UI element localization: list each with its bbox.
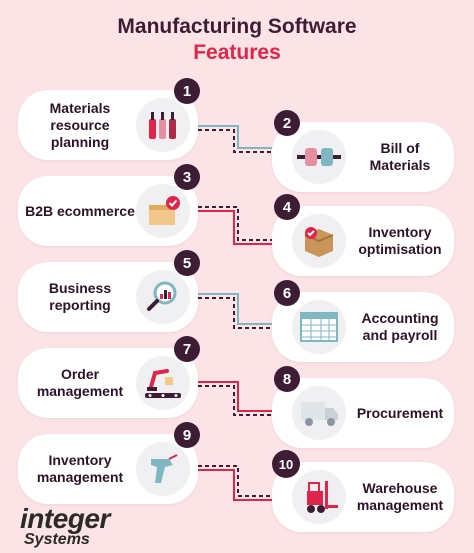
- connector-3-4: [198, 206, 272, 241]
- step-number-6: 6: [274, 280, 300, 306]
- feature-card-8: Procurement: [272, 378, 454, 448]
- diagram-title: Manufacturing Software: [117, 15, 357, 38]
- step-number-8: 8: [274, 366, 300, 392]
- step-number-3: 3: [174, 164, 200, 190]
- diagram-subtitle: Features: [193, 41, 281, 64]
- connector-1-2-dashed: [198, 129, 272, 153]
- feature-label: Inventory management: [36, 452, 124, 485]
- feature-card-5: Business reporting: [18, 262, 198, 332]
- step-number-9: 9: [174, 422, 200, 448]
- forklift-icon: [292, 470, 346, 524]
- brand-logo-text: integer: [20, 503, 110, 534]
- delivery-truck-icon: [292, 386, 346, 440]
- barcode-scanner-icon: [136, 442, 190, 496]
- step-number-10: 10: [272, 450, 300, 478]
- spreadsheet-icon: [292, 300, 346, 354]
- feature-card-10: Warehouse management: [272, 462, 454, 532]
- step-number-7: 7: [174, 336, 200, 362]
- feature-label: Order management: [36, 366, 124, 399]
- feature-card-3: B2B ecommerce: [18, 176, 198, 246]
- bottles-icon: [136, 98, 190, 152]
- step-number-2: 2: [274, 110, 300, 136]
- robot-arm-conveyor-icon: [136, 356, 190, 410]
- connector-1-2: [198, 125, 272, 149]
- magnifier-chart-icon: [136, 270, 190, 324]
- step-number-1: 1: [174, 78, 200, 104]
- connector-icon: [292, 130, 346, 184]
- feature-card-2: Bill of Materials: [272, 122, 454, 192]
- feature-label: B2B ecommerce: [25, 202, 135, 219]
- feature-label: Materials resource planning: [49, 99, 111, 150]
- connector-9-10-solid: [198, 469, 272, 501]
- feature-label: Inventory optimisation: [358, 224, 442, 257]
- connector-7-8-dashed: [198, 385, 272, 416]
- connector-7-8: [198, 381, 272, 412]
- connector-5-6-dashed: [198, 297, 272, 329]
- connector-3-4-solid: [198, 210, 272, 245]
- feature-label: Business reporting: [48, 280, 112, 313]
- feature-label: Warehouse management: [356, 480, 444, 513]
- package-check-icon: [292, 214, 346, 268]
- feature-card-6: Accounting and payroll: [272, 292, 454, 362]
- feature-card-9: Inventory management: [18, 434, 198, 504]
- feature-card-7: Order management: [18, 348, 198, 418]
- brand-logo-subtext: Systems: [24, 531, 90, 548]
- feature-label: Bill of Materials: [369, 140, 431, 173]
- connector-9-10: [198, 465, 272, 497]
- feature-label: Accounting and payroll: [361, 310, 439, 343]
- feature-card-4: Inventory optimisation: [272, 206, 454, 276]
- connector-5-6: [198, 293, 272, 325]
- feature-label: Procurement: [356, 404, 444, 421]
- step-number-4: 4: [274, 194, 300, 220]
- feature-card-1: Materials resource planning: [18, 90, 198, 160]
- step-number-5: 5: [174, 250, 200, 276]
- box-check-icon: [136, 184, 190, 238]
